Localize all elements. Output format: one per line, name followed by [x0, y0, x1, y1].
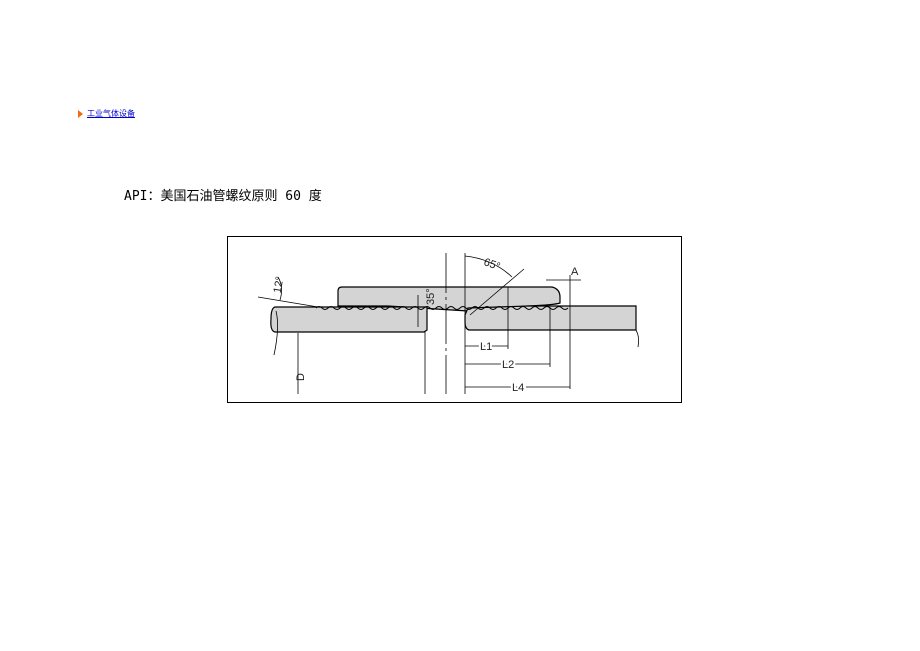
thread-diagram: 12° 35° 65° A D L1 L2 L4: [227, 236, 682, 403]
l4-label: L4: [512, 382, 524, 394]
angle-65-label: 65°: [482, 256, 502, 273]
d-label: D: [295, 373, 307, 381]
thread-line: [315, 306, 569, 310]
l1-label: L1: [480, 341, 492, 353]
nav-link-row: 工业气体设备: [78, 108, 135, 119]
angle-35-label: 35°: [425, 288, 437, 305]
right-pipe: [464, 305, 637, 331]
l2-label: L2: [502, 359, 514, 371]
industrial-gas-equipment-link[interactable]: 工业气体设备: [87, 109, 135, 118]
coupling: [337, 286, 561, 312]
page-title: API：美国石油管螺纹原则 60 度: [124, 189, 322, 204]
angle-12-label: 12°: [272, 276, 287, 294]
left-pipe: [270, 306, 428, 333]
triangle-right-icon: [78, 109, 83, 118]
a-label: A: [571, 266, 579, 278]
